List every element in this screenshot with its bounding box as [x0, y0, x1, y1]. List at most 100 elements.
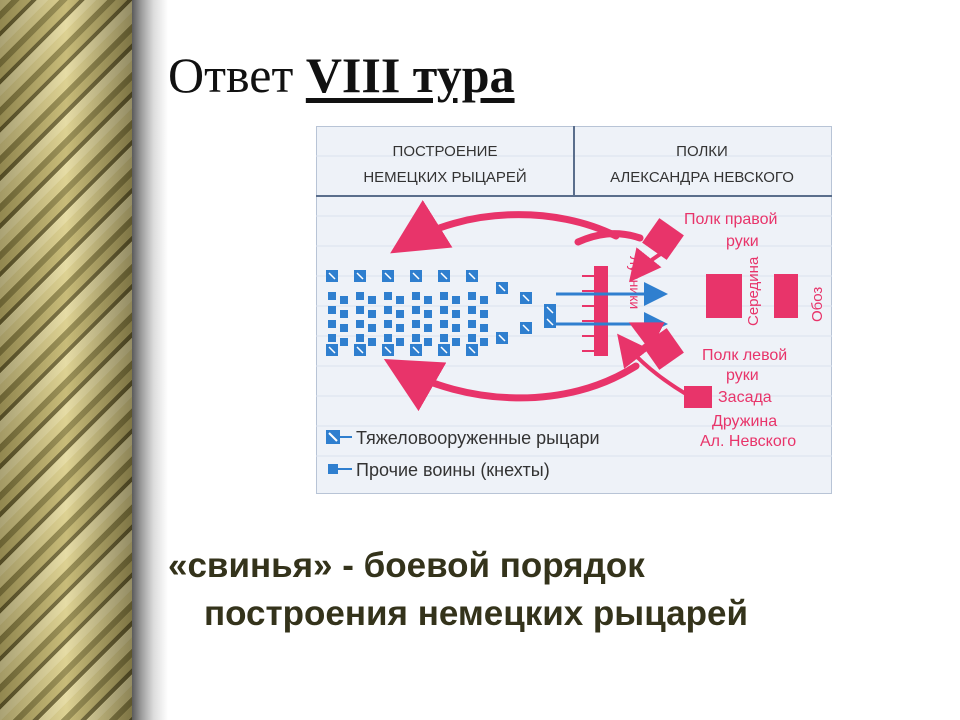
soldier-20 — [384, 320, 392, 328]
knight-nose-1-mark — [498, 334, 506, 342]
soldier-18 — [384, 306, 392, 314]
sidebar-divider — [132, 0, 168, 720]
knight-top-3-mark — [412, 272, 420, 280]
druzhina-line1: Дружина — [712, 413, 777, 430]
soldier-43 — [480, 310, 488, 318]
soldier-41 — [480, 296, 488, 304]
soldier-17 — [396, 296, 404, 304]
ambush-druzhina-block — [684, 386, 712, 408]
soldier-34 — [440, 306, 448, 314]
soldier-39 — [452, 338, 460, 346]
knight-top-1-mark — [356, 272, 364, 280]
soldier-16 — [384, 292, 392, 300]
archers-label: Лучники — [627, 256, 643, 309]
soldier-38 — [440, 334, 448, 342]
knight-top-4-mark — [440, 272, 448, 280]
slide-title: Ответ VIII тура — [168, 46, 515, 104]
title-prefix: Ответ — [168, 47, 294, 103]
knight-nose-3-mark — [522, 324, 530, 332]
baggage-train — [774, 274, 798, 318]
soldier-3 — [340, 310, 348, 318]
legend: Тяжеловооруженные рыцари Прочие воины (к… — [326, 428, 600, 480]
soldier-46 — [468, 334, 476, 342]
legend-heavy-label: Тяжеловооруженные рыцари — [356, 428, 600, 448]
soldier-2 — [328, 306, 336, 314]
legend-other-label: Прочие воины (кнехты) — [356, 460, 550, 480]
title-bold: VIII тура — [305, 47, 515, 103]
soldier-25 — [424, 296, 432, 304]
knight-nose-2-mark — [522, 294, 530, 302]
soldier-30 — [412, 334, 420, 342]
soldier-47 — [480, 338, 488, 346]
knight-top-2-mark — [384, 272, 392, 280]
soldier-26 — [412, 306, 420, 314]
soldier-square-icon — [328, 464, 338, 474]
flank-strike-arrows — [617, 244, 688, 396]
soldier-6 — [328, 334, 336, 342]
ambush-label: Засада — [718, 389, 772, 406]
soldier-45 — [480, 324, 488, 332]
soldier-42 — [468, 306, 476, 314]
left-flank-line2: руки — [726, 367, 759, 384]
soldier-19 — [396, 310, 404, 318]
soldier-36 — [440, 320, 448, 328]
soldier-32 — [440, 292, 448, 300]
decorative-sidebar — [0, 0, 132, 720]
knight-bottom-4-mark — [440, 346, 448, 354]
soldier-35 — [452, 310, 460, 318]
header-left-line2: НЕМЕЦКИХ РЫЦАРЕЙ — [363, 168, 526, 186]
knight-bottom-3-mark — [412, 346, 420, 354]
soldier-29 — [424, 324, 432, 332]
soldier-40 — [468, 292, 476, 300]
knight-top-5-mark — [468, 272, 476, 280]
baggage-label: Обоз — [809, 287, 826, 322]
center-label: Середина — [745, 256, 762, 326]
soldier-33 — [452, 296, 460, 304]
soldier-8 — [356, 292, 364, 300]
slide-caption: «свинья» - боевой порядок построения нем… — [168, 542, 948, 638]
right-flank-line1: Полк правой — [684, 211, 777, 228]
german-wedge-formation — [326, 270, 556, 356]
soldier-24 — [412, 292, 420, 300]
header-right-line2: АЛЕКСАНДРА НЕВСКОГО — [610, 169, 794, 186]
soldier-37 — [452, 324, 460, 332]
header-right-line1: ПОЛКИ — [676, 143, 728, 160]
soldier-14 — [356, 334, 364, 342]
soldier-0 — [328, 292, 336, 300]
soldier-22 — [384, 334, 392, 342]
soldier-15 — [368, 338, 376, 346]
center-regiment — [706, 274, 742, 318]
soldier-9 — [368, 296, 376, 304]
soldier-4 — [328, 320, 336, 328]
soldier-27 — [424, 310, 432, 318]
soldier-11 — [368, 310, 376, 318]
soldier-7 — [340, 338, 348, 346]
caption-line1: «свинья» - боевой порядок — [168, 546, 645, 585]
knight-bottom-0-mark — [328, 346, 336, 354]
soldier-1 — [340, 296, 348, 304]
knight-nose-0-mark — [498, 284, 506, 292]
soldier-21 — [396, 324, 404, 332]
knight-nose-5-mark — [546, 318, 554, 326]
left-flank-line1: Полк левой — [702, 347, 787, 364]
druzhina-line2: Ал. Невского — [700, 433, 796, 450]
soldier-5 — [340, 324, 348, 332]
archers-pikes — [582, 275, 594, 352]
soldier-31 — [424, 338, 432, 346]
soldier-13 — [368, 324, 376, 332]
soldier-23 — [396, 338, 404, 346]
caption-line2: построения немецких рыцарей — [204, 594, 748, 633]
knight-bottom-5-mark — [468, 346, 476, 354]
soldier-12 — [356, 320, 364, 328]
soldier-44 — [468, 320, 476, 328]
soldier-10 — [356, 306, 364, 314]
right-flank-line2: руки — [726, 233, 759, 250]
battle-diagram: ПОСТРОЕНИЕ НЕМЕЦКИХ РЫЦАРЕЙ ПОЛКИ АЛЕКСА… — [316, 126, 832, 494]
knight-top-0-mark — [328, 272, 336, 280]
encirclement-arrows — [383, 200, 644, 412]
knight-nose-4-mark — [546, 306, 554, 314]
soldier-28 — [412, 320, 420, 328]
archers-line — [594, 266, 608, 356]
knight-bottom-2-mark — [384, 346, 392, 354]
header-left-line1: ПОСТРОЕНИЕ — [393, 143, 498, 160]
